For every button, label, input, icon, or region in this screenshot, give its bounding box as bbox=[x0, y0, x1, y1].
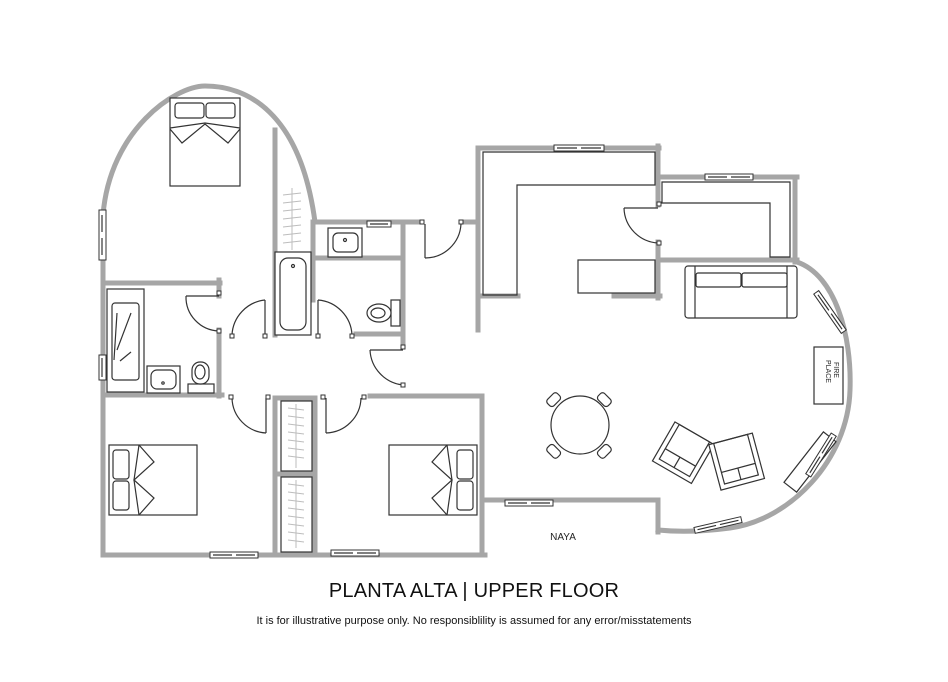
double-bed-icon bbox=[388, 444, 478, 516]
door-icon bbox=[623, 207, 659, 244]
wardrobe-icon bbox=[280, 400, 313, 553]
double-bed-icon bbox=[108, 444, 198, 516]
armchair-icon bbox=[651, 421, 715, 485]
door-icon bbox=[325, 397, 362, 434]
window-icon bbox=[98, 209, 107, 261]
living-dining: FIRE PLACE bbox=[479, 258, 853, 535]
disclaimer-text: It is for illustrative purpose only. No … bbox=[256, 615, 692, 627]
shower-icon bbox=[106, 288, 145, 393]
door-icon bbox=[231, 299, 266, 336]
toilet-icon bbox=[187, 361, 215, 394]
sofa-icon bbox=[684, 265, 798, 319]
armchair-icon bbox=[708, 432, 766, 491]
kitchen-island bbox=[577, 259, 656, 294]
window-icon bbox=[504, 499, 554, 507]
window-icon bbox=[209, 551, 259, 559]
counter bbox=[661, 181, 791, 258]
window-icon bbox=[366, 220, 392, 228]
wardrobe-icon bbox=[282, 188, 302, 250]
door-icon bbox=[185, 295, 220, 332]
window-icon bbox=[98, 354, 107, 381]
fireplace-label: FIRE bbox=[832, 362, 839, 378]
window-icon bbox=[553, 144, 605, 152]
window-icon bbox=[805, 432, 837, 478]
dining-table-icon bbox=[546, 392, 612, 459]
door-icon bbox=[231, 397, 267, 434]
fireplace: FIRE PLACE bbox=[813, 346, 844, 405]
bathroom-1 bbox=[98, 277, 225, 558]
bathtub-icon bbox=[274, 251, 312, 336]
door-icon bbox=[369, 349, 404, 386]
bathroom-2 bbox=[229, 219, 413, 388]
window-icon bbox=[704, 173, 754, 181]
toilet-icon bbox=[366, 299, 401, 327]
window-icon bbox=[693, 516, 743, 534]
sink-icon bbox=[146, 365, 181, 394]
bedrooms-lower bbox=[100, 393, 488, 559]
fireplace-label: PLACE bbox=[824, 360, 831, 383]
window-icon bbox=[330, 549, 380, 557]
door-icon bbox=[424, 223, 462, 259]
l-counter bbox=[482, 151, 656, 296]
kitchen bbox=[407, 143, 800, 333]
plan-title: PLANTA ALTA | UPPER FLOOR bbox=[328, 580, 620, 602]
sink-icon bbox=[327, 227, 363, 258]
door-icon bbox=[317, 299, 353, 336]
window-icon bbox=[813, 289, 847, 335]
master-bedroom bbox=[98, 83, 318, 338]
double-bed-icon bbox=[169, 97, 241, 187]
naya-label: NAYA bbox=[550, 532, 576, 543]
